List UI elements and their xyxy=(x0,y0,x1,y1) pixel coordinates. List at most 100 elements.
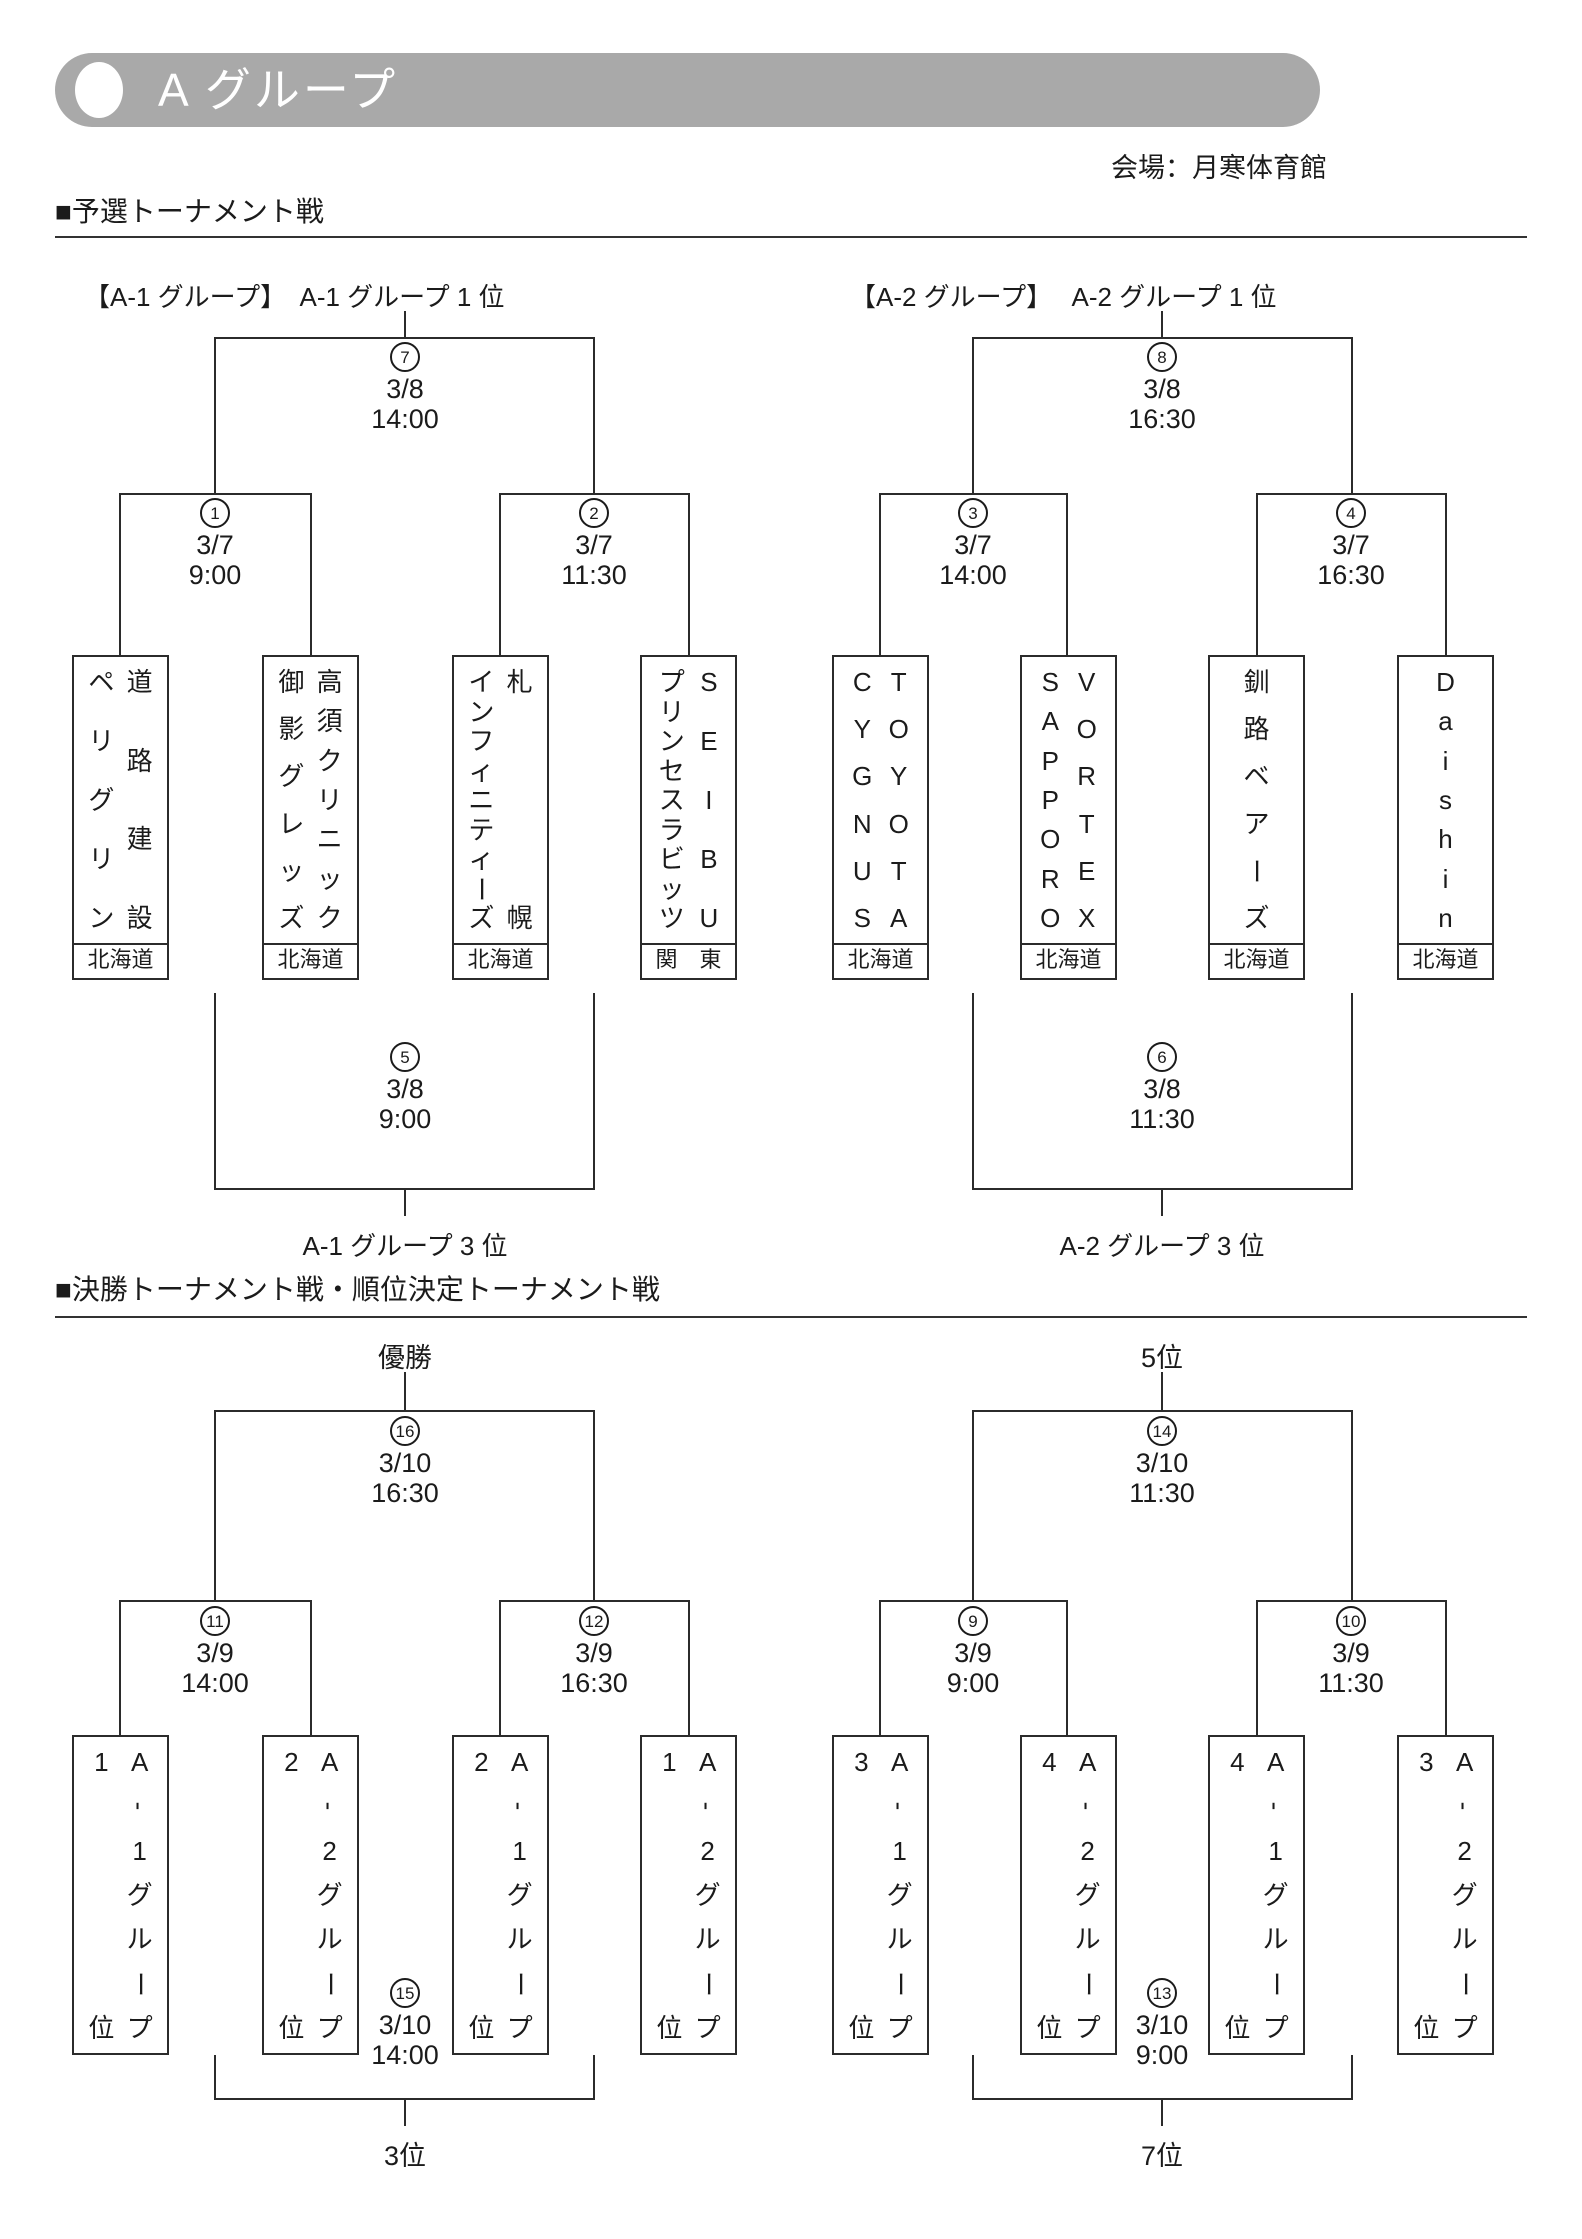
match-number-icon: 10 xyxy=(1336,1606,1366,1636)
bracket-match5 xyxy=(214,993,595,1190)
connector-line xyxy=(1161,311,1163,337)
match-15: 15 3/10 14:00 xyxy=(335,1978,475,2070)
bracket-match14 xyxy=(972,1410,1353,1600)
match-number-icon: 6 xyxy=(1147,1042,1177,1072)
match-6: 6 3/8 11:30 xyxy=(1092,1042,1232,1134)
match-3: 3 3/7 14:00 xyxy=(903,498,1043,590)
match-date: 3/8 xyxy=(1143,374,1181,404)
match-number-icon: 12 xyxy=(579,1606,609,1636)
group-a1-first-label: A-1 グループ 1 位 xyxy=(299,282,505,312)
match-14: 14 3/10 11:30 xyxy=(1092,1416,1232,1508)
group-banner: A グループ xyxy=(55,53,1320,127)
bracket-match2 xyxy=(499,493,690,655)
match-number-icon: 3 xyxy=(958,498,988,528)
match-1: 1 3/7 9:00 xyxy=(145,498,285,590)
match-date: 3/10 xyxy=(378,2010,432,2040)
match-2: 2 3/7 11:30 xyxy=(524,498,664,590)
group-a1-label: 【A-1 グループ】 xyxy=(84,282,287,312)
match-date: 3/10 xyxy=(1135,2010,1189,2040)
group-a2-third-label: A-2 グループ 3 位 xyxy=(1059,1231,1265,1261)
match-date: 3/9 xyxy=(1332,1638,1370,1668)
match-date: 3/7 xyxy=(196,530,234,560)
match-number-icon: 2 xyxy=(579,498,609,528)
bracket-match13 xyxy=(972,2055,1353,2100)
connector-line xyxy=(1161,1190,1163,1216)
match-number-icon: 7 xyxy=(390,342,420,372)
bracket-match15 xyxy=(214,2055,595,2100)
match-4: 4 3/7 16:30 xyxy=(1281,498,1421,590)
match-number-icon: 1 xyxy=(200,498,230,528)
match-number-icon: 15 xyxy=(390,1978,420,2008)
match-time: 16:30 xyxy=(1128,404,1196,434)
bracket-match6 xyxy=(972,993,1353,1190)
match-date: 3/10 xyxy=(378,1448,432,1478)
match-date: 3/7 xyxy=(1332,530,1370,560)
group-a2-label: 【A-2 グループ】 xyxy=(850,282,1053,312)
bracket-match1 xyxy=(119,493,312,655)
third-place-label: 3位 xyxy=(383,2141,427,2171)
group-a1-third-label: A-1 グループ 3 位 xyxy=(302,1231,508,1261)
bracket-match9 xyxy=(879,1600,1068,1735)
fifth-place-label: 5位 xyxy=(1140,1343,1184,1373)
final-heading: ■決勝トーナメント戦・順位決定トーナメント戦 xyxy=(55,1274,660,1305)
match-time: 14:00 xyxy=(371,404,439,434)
match-date: 3/7 xyxy=(575,530,613,560)
match-time: 11:30 xyxy=(1129,1104,1195,1134)
divider-line xyxy=(55,236,1527,238)
team-region: 関 東 xyxy=(642,943,735,978)
match-11: 11 3/9 14:00 xyxy=(145,1606,285,1698)
bracket-match7 xyxy=(214,337,595,493)
match-number-icon: 16 xyxy=(390,1416,420,1446)
team-name: 釧路ベアーズ xyxy=(1241,667,1272,933)
connector-line xyxy=(404,2100,406,2126)
banner-dot-icon xyxy=(75,62,123,118)
match-time: 9:00 xyxy=(1135,2040,1189,2070)
match-8: 8 3/8 16:30 xyxy=(1092,342,1232,434)
bracket-match16 xyxy=(214,1410,595,1600)
match-date: 3/9 xyxy=(575,1638,613,1668)
match-date: 3/9 xyxy=(196,1638,234,1668)
bracket-match11 xyxy=(119,1600,312,1735)
team-region: 北海道 xyxy=(264,943,357,978)
team-region: 北海道 xyxy=(74,943,167,978)
seventh-place-label: 7位 xyxy=(1140,2141,1184,2171)
bracket-match3 xyxy=(879,493,1068,655)
champion-label: 優勝 xyxy=(378,1343,432,1373)
team-box: 高須クリニック御影グレッズ 北海道 xyxy=(262,655,359,980)
match-time: 11:30 xyxy=(1318,1668,1384,1698)
connector-line xyxy=(404,1372,406,1410)
match-12: 12 3/9 16:30 xyxy=(524,1606,664,1698)
match-number-icon: 5 xyxy=(390,1042,420,1072)
bracket-match4 xyxy=(1256,493,1447,655)
prelim-heading: ■予選トーナメント戦 xyxy=(55,196,324,227)
match-time: 16:30 xyxy=(1317,560,1385,590)
match-time: 14:00 xyxy=(939,560,1007,590)
match-16: 16 3/10 16:30 xyxy=(335,1416,475,1508)
match-date: 3/8 xyxy=(386,374,424,404)
bracket-match12 xyxy=(499,1600,690,1735)
match-5: 5 3/8 9:00 xyxy=(335,1042,475,1134)
team-name: 高須クリニック御影グレッズ xyxy=(278,667,343,933)
match-time: 11:30 xyxy=(1129,1478,1195,1508)
team-region: 北海道 xyxy=(1399,943,1492,978)
connector-line xyxy=(1161,1372,1163,1410)
team-region: 北海道 xyxy=(1210,943,1303,978)
